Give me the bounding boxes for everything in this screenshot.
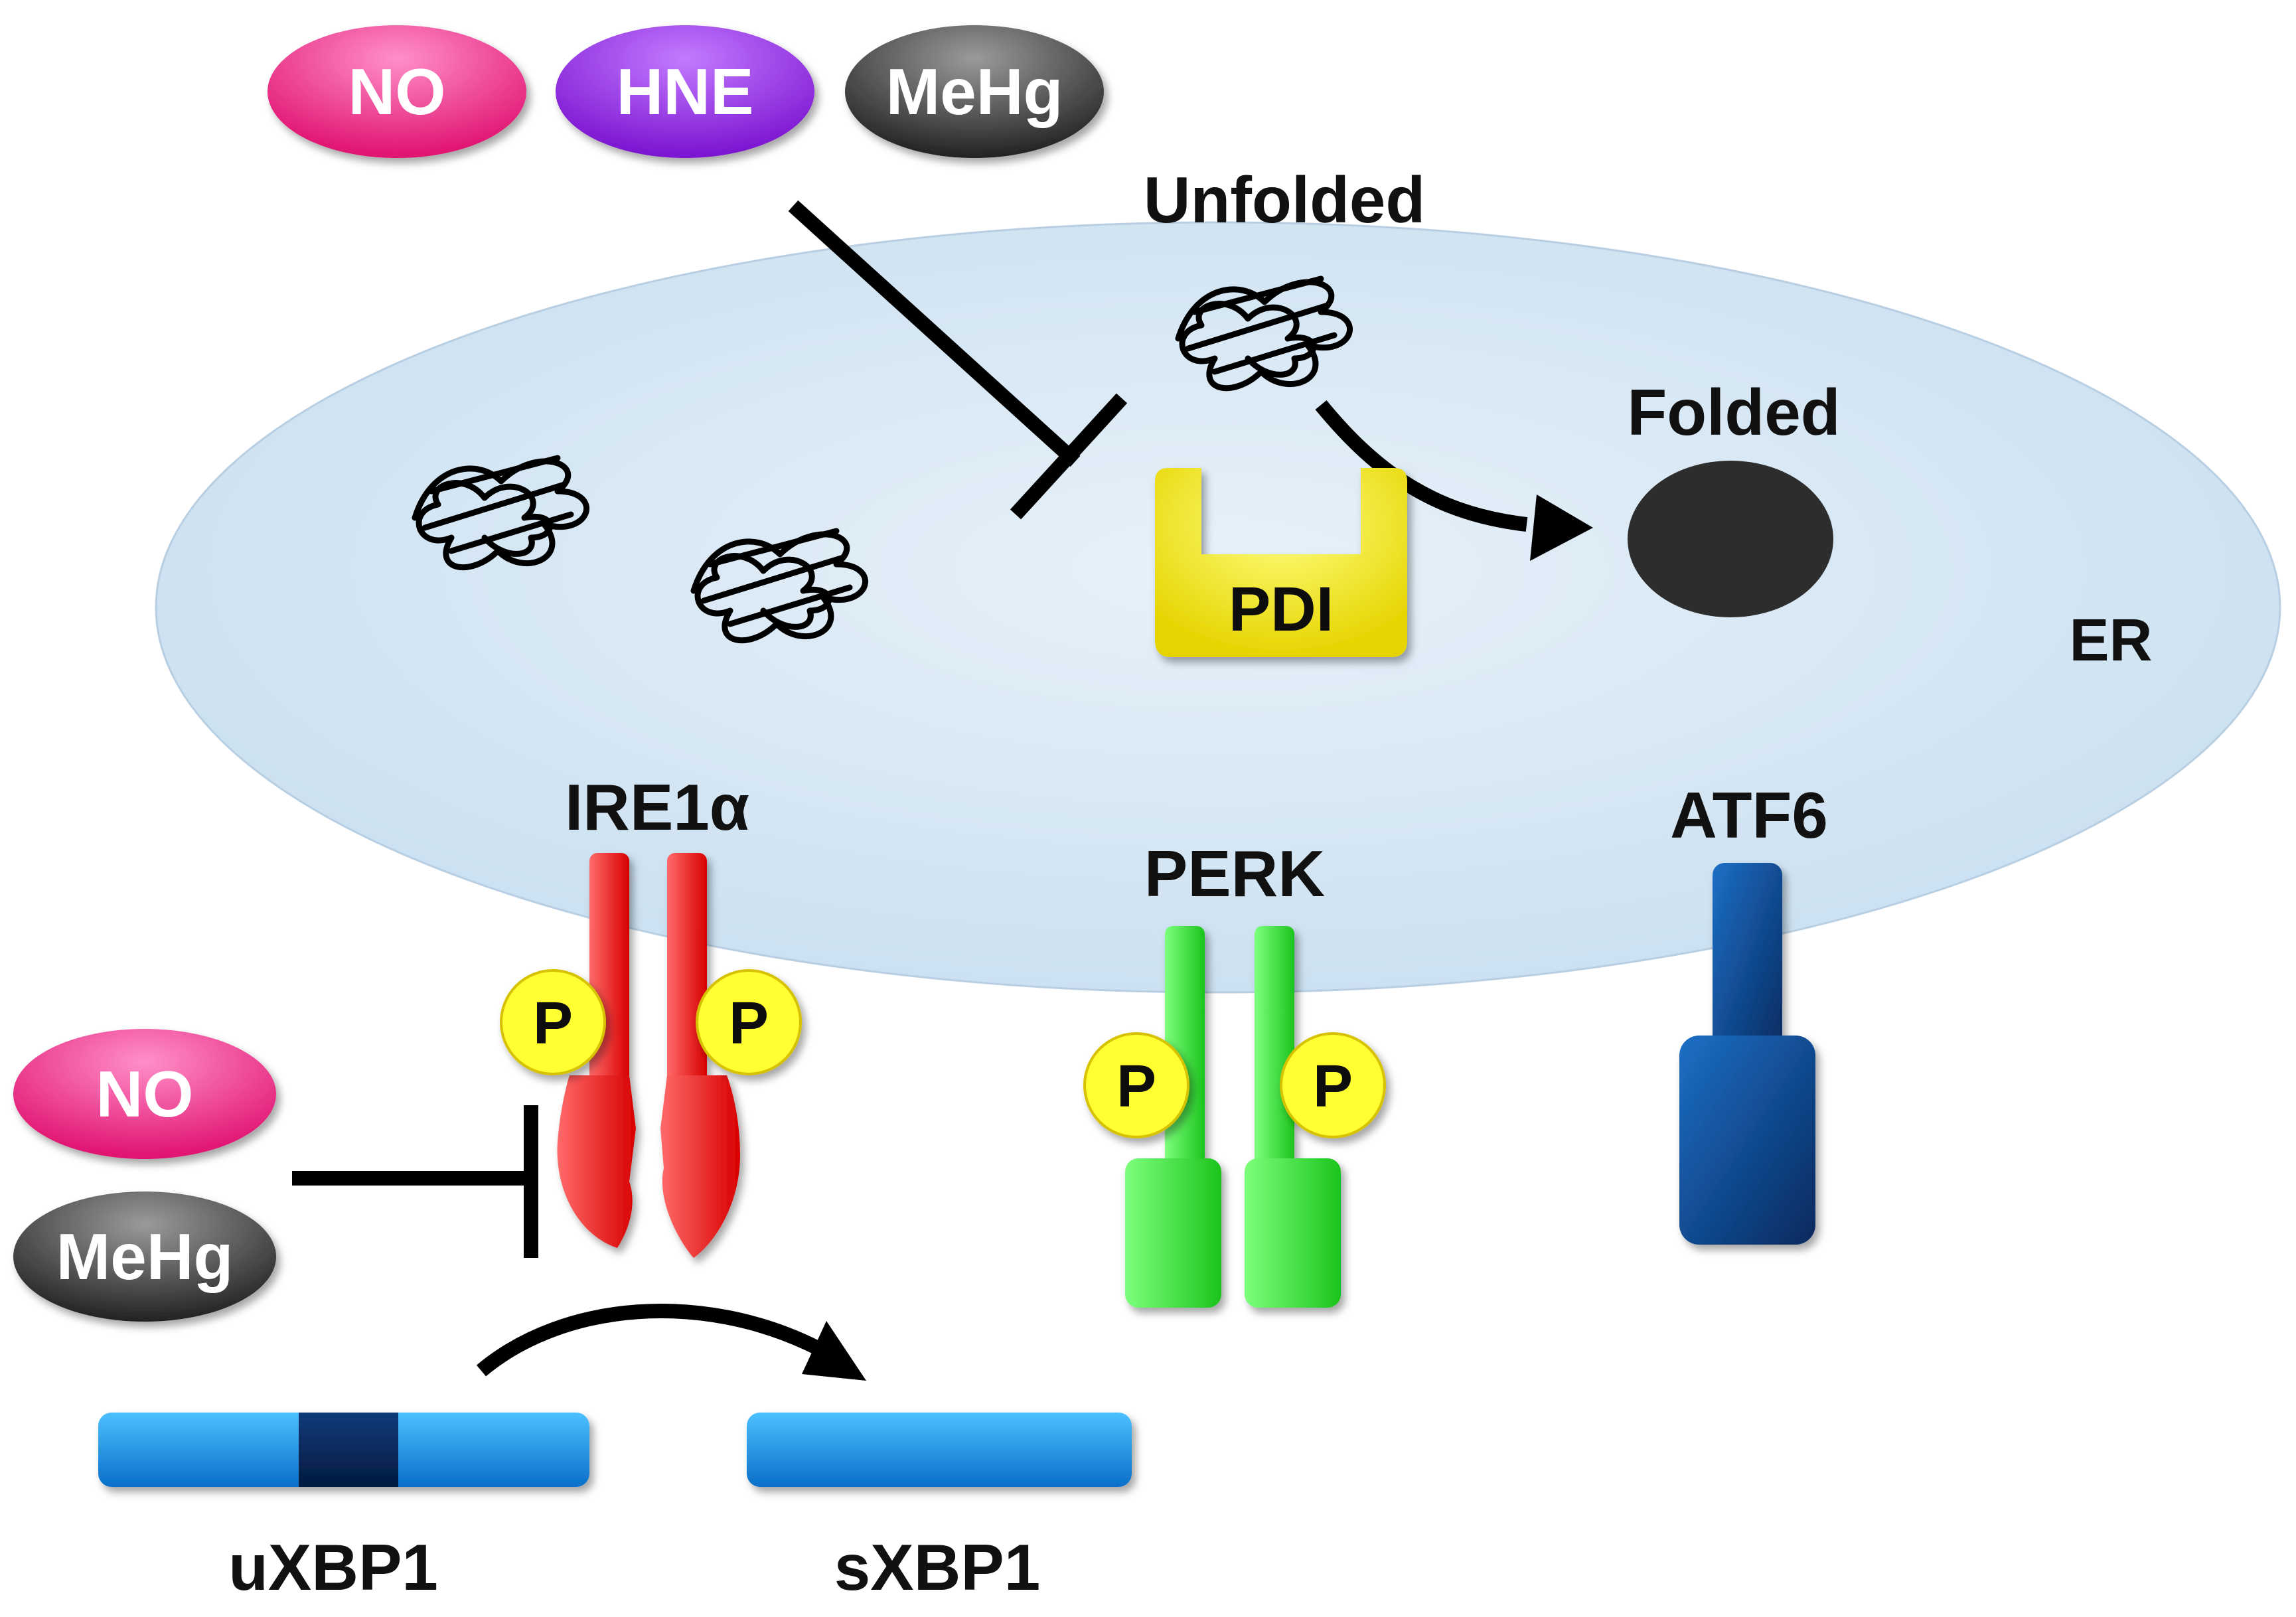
uxbp1-label: uXBP1 (228, 1531, 438, 1604)
stressor-label: HNE (617, 55, 754, 128)
folding-arrow (1315, 400, 1528, 532)
phospho-label: P (533, 990, 573, 1057)
splicing-arrow (476, 1304, 820, 1377)
unfolded-label: Unfolded (1144, 163, 1426, 236)
stressor-no-top: NO (268, 25, 526, 158)
perk-phospho-right: P (1280, 1032, 1386, 1138)
phospho-label: P (729, 990, 769, 1057)
phospho-label: P (1116, 1053, 1156, 1120)
stressor-mehg-left: MeHg (13, 1192, 276, 1322)
stressor-label: MeHg (886, 55, 1063, 128)
ire1-phospho-left: P (500, 969, 606, 1075)
pdi-chaperone: PDI (1155, 468, 1407, 657)
sxbp1-label: sXBP1 (834, 1531, 1041, 1604)
sxbp1-mrna (747, 1413, 1132, 1487)
ire1-label: IRE1α (565, 771, 749, 844)
uxbp1-mrna (98, 1413, 589, 1487)
pdi-label: PDI (1229, 574, 1334, 645)
stressor-no-left: NO (13, 1029, 276, 1159)
stressor-hne-top: HNE (556, 25, 814, 158)
unfolded-protein-squiggle (690, 528, 868, 644)
er-label: ER (2069, 607, 2152, 674)
inhibition-pdi (788, 200, 1128, 520)
perk-label: PERK (1144, 837, 1325, 910)
folded-protein (1628, 461, 1833, 617)
stressor-label: NO (348, 55, 446, 128)
stressor-label: NO (96, 1057, 194, 1130)
phospho-label: P (1313, 1053, 1353, 1120)
unfolded-protein-squiggle (412, 455, 589, 571)
ire1-dimer (557, 853, 740, 1258)
ire1-phospho-right: P (696, 969, 802, 1075)
folded-label: Folded (1627, 376, 1840, 449)
stressor-label: MeHg (56, 1220, 234, 1293)
atf6-label: ATF6 (1670, 779, 1828, 852)
splicing-arrow-head (802, 1321, 866, 1381)
perk-dimer (1125, 926, 1341, 1308)
stressor-mehg-top: MeHg (845, 25, 1104, 158)
inhibition-ire1 (292, 1105, 538, 1258)
atf6-sensor (1679, 863, 1815, 1245)
perk-phospho-left: P (1083, 1032, 1189, 1138)
folding-arrow-head (1530, 495, 1593, 561)
unfolded-protein-squiggle (1175, 275, 1353, 392)
